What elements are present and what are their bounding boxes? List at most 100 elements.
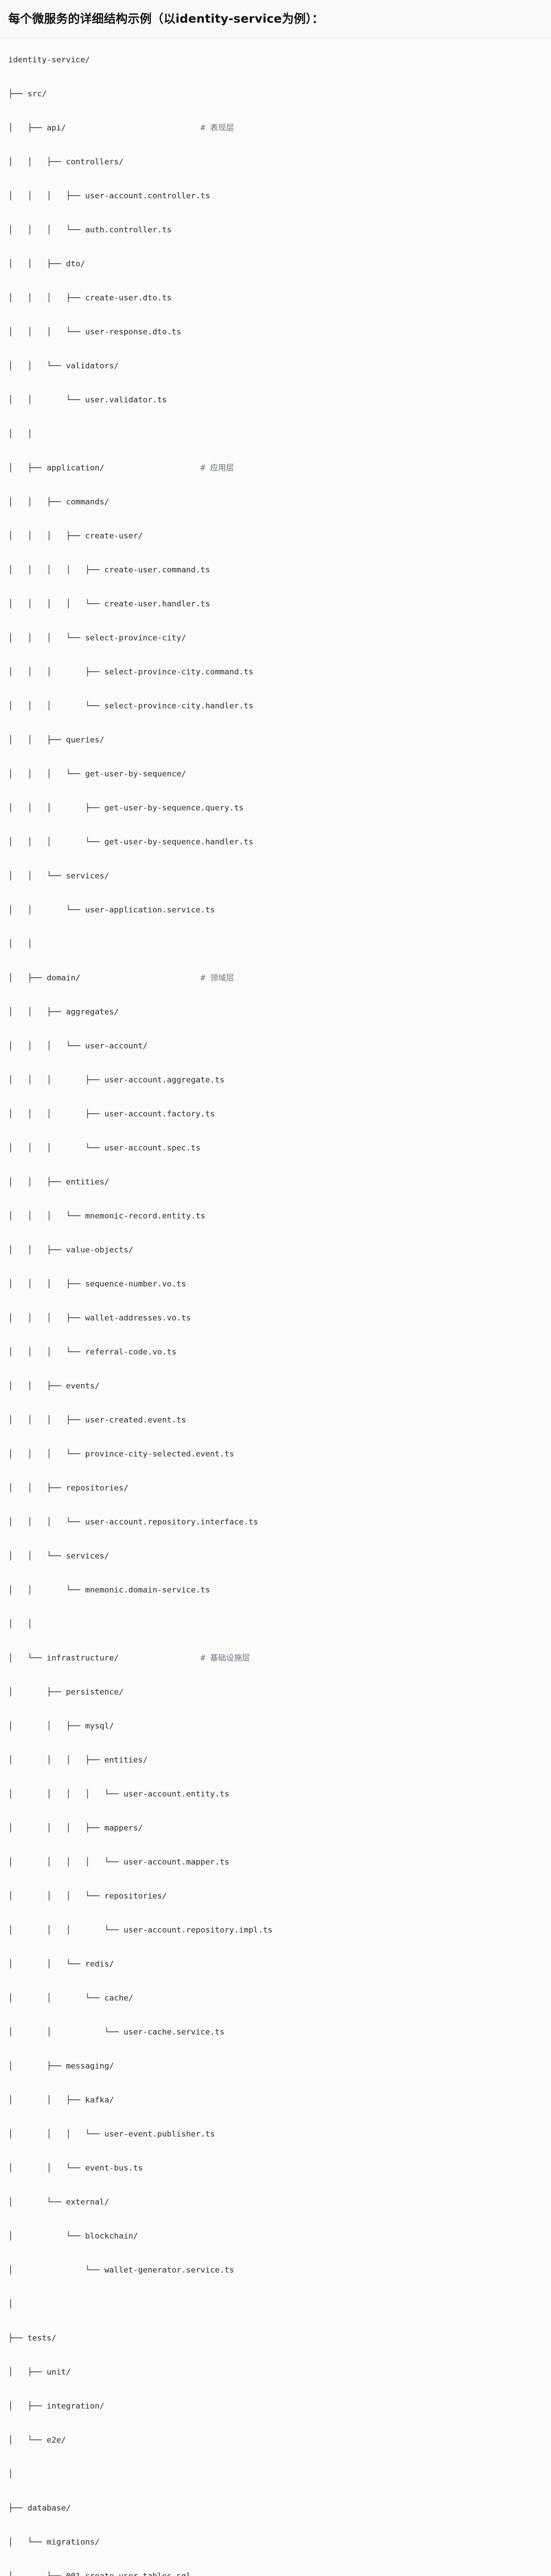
tree-line-path: │ │ │ ├── sequence-number.vo.ts (8, 1279, 186, 1289)
tree-line-path: │ │ │ └── user-account.repository.impl.t… (8, 1925, 273, 1935)
tree-line-path: ├── tests/ (8, 2333, 57, 2343)
tree-line: │ │ (8, 1616, 543, 1633)
tree-line: │ │ │ ├── mappers/ (8, 1820, 543, 1837)
tree-line: │ │ ├── queries/ (8, 732, 543, 749)
tree-line: │ │ │ ├── create-user/ (8, 528, 543, 545)
tree-line: │ └── blockchain/ (8, 2228, 543, 2245)
tree-line: │ │ │ └── user-event.publisher.ts (8, 2126, 543, 2143)
tree-line-path: │ │ └── user-application.service.ts (8, 905, 215, 915)
tree-line: │ └── 001_create_user_tables.sql (8, 2568, 543, 2576)
tree-line-path: │ │ │ └── user-event.publisher.ts (8, 2129, 215, 2139)
tree-line: │ (8, 2466, 543, 2483)
tree-line-path: │ └── e2e/ (8, 2435, 66, 2445)
tree-line-path: │ │ │ └── referral-code.vo.ts (8, 1347, 177, 1357)
tree-line-path: │ │ └── services/ (8, 871, 109, 881)
tree-line-path: │ └── infrastructure/ (8, 1653, 119, 1663)
tree-line-path: │ │ │ └── select-province-city/ (8, 633, 186, 643)
tree-line: │ │ │ ├── entities/ (8, 1752, 543, 1769)
tree-line-path: │ │ │ └── user-response.dto.ts (8, 327, 181, 337)
tree-line: │ ├── domain/ # 领域层 (8, 970, 543, 987)
tree-line-gap (105, 463, 201, 472)
heading-band: 每个微服务的详细结构示例（以identity-service为例）： (0, 0, 551, 39)
tree-line: │ │ │ └── referral-code.vo.ts (8, 1344, 543, 1361)
tree-line-comment: # 基础设施层 (200, 1653, 250, 1663)
tree-line-path: │ (8, 2469, 13, 2479)
tree-line: │ │ │ │ └── user-account.mapper.ts (8, 1854, 543, 1871)
tree-line: │ │ └── services/ (8, 868, 543, 885)
tree-line: │ │ └── user.validator.ts (8, 392, 543, 409)
tree-line: │ │ └── user-cache.service.ts (8, 2024, 543, 2041)
tree-line-path: │ └── migrations/ (8, 2537, 100, 2547)
tree-line-path: │ └── external/ (8, 2197, 109, 2207)
tree-line-path: │ │ (8, 429, 32, 439)
directory-tree-block: identity-service/ ├── src/ │ ├── api/ # … (0, 38, 551, 2576)
tree-line-path: │ │ ├── kafka/ (8, 2095, 114, 2105)
tree-line-path: │ ├── unit/ (8, 2367, 71, 2377)
tree-line: │ ├── messaging/ (8, 2058, 543, 2075)
tree-line-path: │ │ │ ├── user-account.factory.ts (8, 1109, 215, 1119)
tree-line-comment: # 应用层 (200, 463, 234, 473)
tree-line: │ │ └── redis/ (8, 1956, 543, 1973)
tree-line: │ │ ├── kafka/ (8, 2092, 543, 2109)
tree-line: │ │ └── event-bus.ts (8, 2160, 543, 2177)
tree-line: │ │ │ └── select-province-city/ (8, 630, 543, 647)
tree-line: │ │ │ ├── user-account.aggregate.ts (8, 1072, 543, 1089)
tree-line: │ │ │ └── select-province-city.handler.t… (8, 698, 543, 715)
tree-line: │ │ │ │ └── create-user.handler.ts (8, 596, 543, 613)
tree-line-path: │ │ │ │ ├── create-user.command.ts (8, 565, 210, 575)
tree-line: │ └── migrations/ (8, 2534, 543, 2551)
tree-line: │ │ │ └── get-user-by-sequence.handler.t… (8, 834, 543, 851)
tree-line-path: │ │ │ └── select-province-city.handler.t… (8, 701, 253, 711)
tree-line: │ │ │ └── get-user-by-sequence/ (8, 766, 543, 783)
tree-line-path: │ │ ├── controllers/ (8, 157, 124, 167)
tree-line-path: │ │ │ └── province-city-selected.event.t… (8, 1449, 234, 1459)
tree-line-gap (80, 973, 200, 982)
tree-line: │ │ ├── value-objects/ (8, 1242, 543, 1259)
tree-line: │ └── external/ (8, 2194, 543, 2211)
tree-line-path: │ └── wallet-generator.service.ts (8, 2265, 234, 2275)
tree-line-path: │ │ └── redis/ (8, 1959, 114, 1969)
tree-line-path: │ │ │ ├── user-account.controller.ts (8, 191, 210, 201)
tree-line: │ └── e2e/ (8, 2432, 543, 2449)
tree-line-path: │ │ └── user.validator.ts (8, 395, 167, 405)
tree-line-path: │ │ │ ├── user-created.event.ts (8, 1415, 186, 1425)
tree-line: │ │ │ ├── create-user.dto.ts (8, 290, 543, 307)
tree-line: │ └── infrastructure/ # 基础设施层 (8, 1650, 543, 1667)
tree-line-path: │ │ │ ├── mappers/ (8, 1823, 143, 1833)
tree-line-path: │ └── 001_create_user_tables.sql (8, 2571, 191, 2576)
tree-line: │ ├── unit/ (8, 2364, 543, 2381)
tree-line-path: │ ├── domain/ (8, 973, 80, 983)
tree-line: │ │ └── user-application.service.ts (8, 902, 543, 919)
tree-line-path: │ │ │ └── user-account.repository.interf… (8, 1517, 259, 1527)
page-title: 每个微服务的详细结构示例（以identity-service为例）： (8, 12, 324, 26)
tree-line-path: │ │ │ │ └── create-user.handler.ts (8, 599, 210, 609)
tree-line-path: │ │ ├── value-objects/ (8, 1245, 133, 1255)
tree-line: │ ├── integration/ (8, 2398, 543, 2415)
tree-line: │ │ (8, 936, 543, 953)
tree-line-path: │ │ ├── mysql/ (8, 1721, 114, 1731)
tree-line-path: │ ├── integration/ (8, 2401, 105, 2411)
tree-line-path: │ │ ├── aggregates/ (8, 1007, 119, 1017)
tree-line-path: │ │ │ ├── entities/ (8, 1755, 148, 1765)
tree-line: identity-service/ (8, 52, 543, 69)
tree-line-path: │ (8, 2299, 13, 2309)
tree-line: │ │ └── cache/ (8, 1990, 543, 2007)
tree-line-path: │ ├── messaging/ (8, 2061, 114, 2071)
tree-line-path: │ │ └── mnemonic.domain-service.ts (8, 1585, 210, 1595)
tree-line: │ │ │ ├── wallet-addresses.vo.ts (8, 1310, 543, 1327)
tree-line: │ │ │ └── user-account/ (8, 1038, 543, 1055)
tree-line: │ │ │ │ ├── create-user.command.ts (8, 562, 543, 579)
tree-line-path: │ │ │ └── mnemonic-record.entity.ts (8, 1211, 205, 1221)
tree-line: │ │ ├── commands/ (8, 494, 543, 511)
tree-line-gap (66, 123, 200, 132)
tree-line-path: │ │ └── user-cache.service.ts (8, 2027, 225, 2037)
tree-line: │ │ ├── events/ (8, 1378, 543, 1395)
tree-line: │ │ │ ├── user-account.factory.ts (8, 1106, 543, 1123)
tree-line: │ │ │ ├── select-province-city.command.t… (8, 664, 543, 681)
tree-line: │ │ ├── mysql/ (8, 1718, 543, 1735)
tree-line: │ (8, 2296, 543, 2313)
tree-line-path: │ │ │ ├── user-account.aggregate.ts (8, 1075, 225, 1085)
tree-line: │ │ │ └── user-account.repository.interf… (8, 1514, 543, 1531)
tree-line-path: │ │ │ └── get-user-by-sequence.handler.t… (8, 837, 253, 847)
